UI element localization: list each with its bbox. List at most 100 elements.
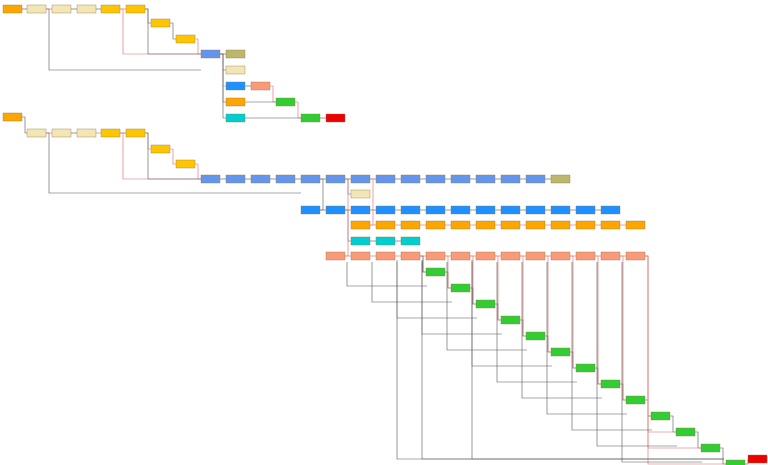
node-b3 <box>76 128 97 138</box>
node-o5 <box>475 220 496 230</box>
connector-c6-o0 <box>351 178 374 226</box>
node-end-red <box>747 454 768 464</box>
feeder-line-4 <box>446 262 527 351</box>
node-o1 <box>375 220 396 230</box>
feeder-line-11 <box>621 262 702 463</box>
node-d6 <box>450 205 471 215</box>
node-d2 <box>350 205 371 215</box>
node-d9 <box>525 205 546 215</box>
node-a10 <box>225 65 246 75</box>
node-b5 <box>125 128 146 138</box>
node-o11 <box>625 220 646 230</box>
node-s6 <box>475 251 496 261</box>
feeder-line-5 <box>471 262 552 367</box>
connector-s12-g12 <box>645 255 726 465</box>
feeder-line-10 <box>596 262 677 447</box>
node-s9 <box>550 251 571 261</box>
node-s1 <box>350 251 371 261</box>
node-c8 <box>400 174 421 184</box>
node-g2 <box>475 299 496 309</box>
connector-s3-g0 <box>420 255 426 273</box>
node-c3 <box>275 174 296 184</box>
feeder-line-8 <box>546 262 627 415</box>
node-d11 <box>575 205 596 215</box>
node-c13 <box>525 174 546 184</box>
node-d0 <box>300 205 321 215</box>
connector-b4-long <box>120 132 201 180</box>
node-cy2 <box>400 236 421 246</box>
node-o6 <box>500 220 521 230</box>
nodes-layer <box>2 4 768 465</box>
node-g9 <box>650 411 671 421</box>
connector-a8-a15 <box>220 53 226 119</box>
node-a14 <box>275 97 296 107</box>
connector-s9-g6 <box>570 255 576 369</box>
node-a9 <box>225 49 246 59</box>
node-d7 <box>475 205 496 215</box>
node-a16 <box>300 113 321 123</box>
node-a5 <box>125 4 146 14</box>
node-c4 <box>300 174 321 184</box>
connector-a5-long <box>145 8 201 55</box>
node-o0 <box>350 220 371 230</box>
node-b4 <box>100 128 121 138</box>
node-o2 <box>400 220 421 230</box>
connector-s10-g7 <box>595 255 601 385</box>
feeder-line-9 <box>571 262 652 431</box>
node-a17 <box>325 113 346 123</box>
node-s3 <box>400 251 421 261</box>
connector-s12-g10 <box>645 255 676 433</box>
connector-a14-a16 <box>295 101 301 119</box>
node-g10 <box>675 427 696 437</box>
connector-g10-g11 <box>695 431 701 449</box>
connector-s7-g4 <box>520 255 526 337</box>
bottom-line-2 <box>471 260 724 460</box>
node-g6 <box>575 363 596 373</box>
node-a12 <box>250 81 271 91</box>
node-c12 <box>500 174 521 184</box>
connector-b6-b7 <box>170 148 176 165</box>
node-b2 <box>51 128 72 138</box>
node-a15 <box>225 113 246 123</box>
node-d12 <box>600 205 621 215</box>
connector-b1-long <box>46 132 301 194</box>
node-cy0 <box>350 236 371 246</box>
node-c11 <box>475 174 496 184</box>
connector-g9-g10 <box>670 415 676 433</box>
node-a0 <box>2 4 23 14</box>
feeder-line-0 <box>346 262 427 287</box>
node-g0 <box>425 267 446 277</box>
node-a1 <box>26 4 47 14</box>
connector-g11-g12 <box>720 447 726 465</box>
node-s12 <box>625 251 646 261</box>
node-c9 <box>425 174 446 184</box>
node-s7 <box>500 251 521 261</box>
connector-a6-a7 <box>170 22 176 40</box>
node-d8 <box>500 205 521 215</box>
node-c10 <box>450 174 471 184</box>
connector-s8-g5 <box>545 255 551 353</box>
node-k1 <box>350 189 371 199</box>
node-g1 <box>450 283 471 293</box>
feeder-line-1 <box>371 262 452 303</box>
node-o4 <box>450 220 471 230</box>
node-c2 <box>250 174 271 184</box>
node-c14 <box>550 174 571 184</box>
node-g8 <box>625 395 646 405</box>
connector-a12-a14 <box>270 85 276 103</box>
node-d10 <box>550 205 571 215</box>
node-c0 <box>200 174 221 184</box>
connector-b0-b1 <box>22 116 27 134</box>
connector-s4-g1 <box>445 255 451 289</box>
node-d1 <box>325 205 346 215</box>
node-a2 <box>51 4 72 14</box>
node-a13 <box>225 97 246 107</box>
connector-a1-long <box>46 8 201 71</box>
node-a7 <box>175 34 196 44</box>
node-s2 <box>375 251 396 261</box>
node-o8 <box>550 220 571 230</box>
node-o9 <box>575 220 596 230</box>
node-b6 <box>150 144 171 154</box>
